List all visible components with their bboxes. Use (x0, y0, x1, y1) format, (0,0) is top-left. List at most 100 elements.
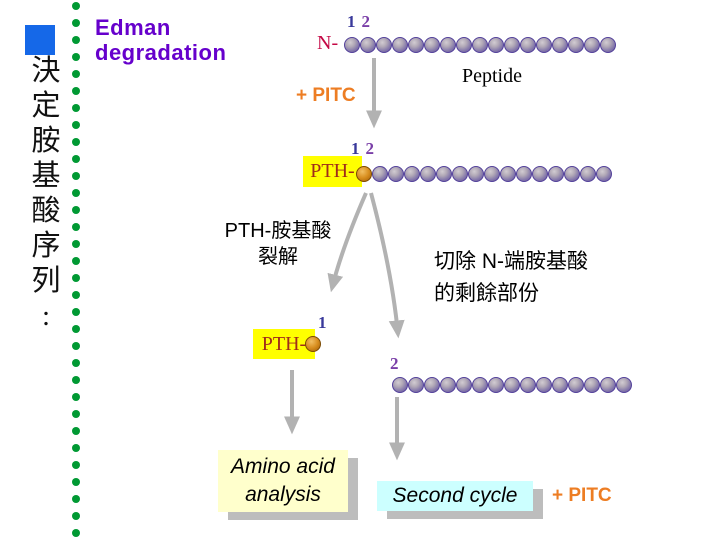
residue-numbers-top: 1 2 (347, 12, 370, 32)
residue-bead (468, 166, 484, 182)
green-dot (72, 206, 80, 214)
residue-bead (408, 37, 424, 53)
residue-bead (564, 166, 580, 182)
residue-bead (488, 377, 504, 393)
green-dot (72, 512, 80, 520)
green-dot (72, 308, 80, 316)
green-dot (72, 359, 80, 367)
residue-bead (580, 166, 596, 182)
green-dot (72, 138, 80, 146)
residue-bead (440, 37, 456, 53)
residue-bead (392, 37, 408, 53)
green-dot (72, 461, 80, 469)
green-dot (72, 36, 80, 44)
pth-residue-bead (305, 336, 321, 352)
green-dot (72, 53, 80, 61)
residue-numbers-chain2: 1 2 (351, 139, 374, 159)
residue-bead (520, 37, 536, 53)
residue-bead (548, 166, 564, 182)
amino-box-line1: Amino acid (231, 455, 335, 478)
cleave-note: PTH-胺基酸 裂解 (203, 218, 353, 270)
residue-bead (616, 377, 632, 393)
vertical-title-char: : (41, 300, 51, 332)
residue-bead (440, 377, 456, 393)
residue-bead (472, 37, 488, 53)
amino-box-line2: analysis (245, 483, 321, 506)
remove-note-line1: 切除 N-端胺基酸 (434, 250, 588, 273)
n-terminus-label: N- (317, 32, 339, 54)
residue-number-1: 1 (351, 139, 360, 158)
vertical-title-char: 基 (31, 160, 61, 192)
green-dot (72, 393, 80, 401)
green-dot (72, 240, 80, 248)
green-dot (72, 342, 80, 350)
residue-bead (516, 166, 532, 182)
residue-bead (436, 166, 452, 182)
residue-bead (392, 377, 408, 393)
remove-note: 切除 N-端胺基酸 的剩餘部份 (434, 246, 588, 310)
residue-bead (376, 37, 392, 53)
pitc-label-top: + PITC (296, 85, 356, 106)
green-dot (72, 189, 80, 197)
residue-bead (472, 377, 488, 393)
residue-bead (584, 37, 600, 53)
residue-bead (552, 377, 568, 393)
cleave-note-line1: PTH-胺基酸 (224, 220, 332, 242)
green-dot (72, 19, 80, 27)
green-dot (72, 274, 80, 282)
vertical-title-char: 決 (31, 55, 61, 87)
residue-bead (408, 377, 424, 393)
residue-bead (452, 166, 468, 182)
residue-bead (372, 166, 388, 182)
residue-bead (552, 37, 568, 53)
residue-bead (532, 166, 548, 182)
green-dot (72, 529, 80, 537)
vertical-title-char: 定 (31, 90, 61, 122)
second-cycle-box: Second cycle (377, 481, 533, 511)
residue-number-1: 1 (318, 313, 327, 332)
dotted-divider (72, 2, 80, 537)
title-line1: Edman (95, 15, 171, 40)
green-dot (72, 87, 80, 95)
green-dot (72, 172, 80, 180)
vertical-title-char: 序 (31, 230, 61, 262)
slide-title: Edman degradation (95, 15, 226, 65)
residue-bead (500, 166, 516, 182)
residue-bead (520, 377, 536, 393)
residue-bead (504, 377, 520, 393)
vertical-title-char: 酸 (31, 195, 61, 227)
residue-bead (536, 37, 552, 53)
green-dot (72, 325, 80, 333)
vertical-title-char: 列 (31, 265, 61, 297)
residue-bead (424, 37, 440, 53)
residue-bead (536, 377, 552, 393)
peptide-chain-3 (392, 377, 632, 393)
green-dot (72, 155, 80, 163)
residue-number-1: 1 (347, 12, 356, 31)
residue-bead (600, 37, 616, 53)
green-dot (72, 410, 80, 418)
bullet-square (25, 25, 55, 55)
residue-bead (344, 37, 360, 53)
residue-bead (600, 377, 616, 393)
residue-bead (484, 166, 500, 182)
pitc-label-bottom: + PITC (552, 485, 612, 506)
residue-bead (456, 377, 472, 393)
green-dot (72, 257, 80, 265)
residue-bead (456, 37, 472, 53)
residue-number-2: 2 (361, 12, 371, 31)
green-dot (72, 104, 80, 112)
residue-number-2: 2 (390, 354, 399, 373)
pth-highlight-residue: PTH- (253, 329, 315, 359)
peptide-caption: Peptide (462, 65, 522, 87)
residue-bead (424, 377, 440, 393)
green-dot (72, 495, 80, 503)
residue-bead (568, 37, 584, 53)
residue-bead (488, 37, 504, 53)
title-line2: degradation (95, 40, 227, 65)
green-dot (72, 2, 80, 10)
pth-residue-bead (356, 166, 372, 182)
green-dot (72, 427, 80, 435)
